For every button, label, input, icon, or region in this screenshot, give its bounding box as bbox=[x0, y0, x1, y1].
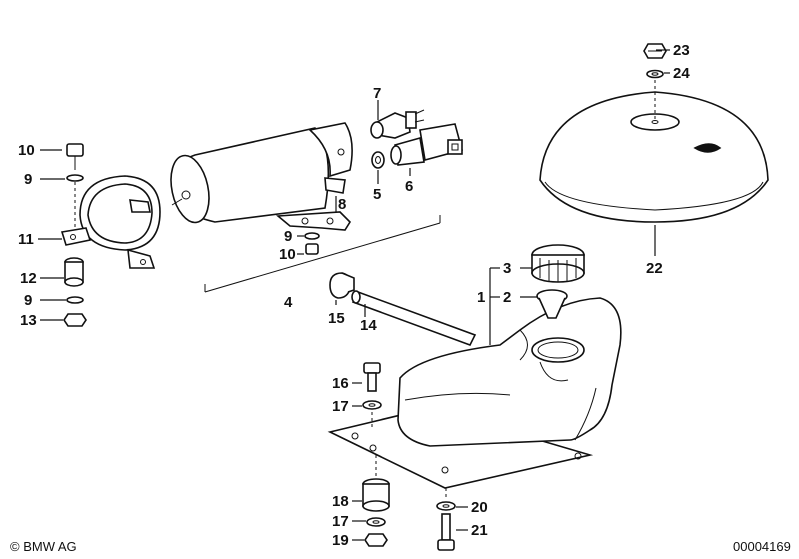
reservoir-plate[interactable] bbox=[327, 407, 594, 489]
callout-1: 1 bbox=[477, 289, 485, 306]
callout-2: 2 bbox=[503, 289, 511, 306]
cover-nut[interactable] bbox=[643, 43, 667, 59]
callout-11: 11 bbox=[18, 231, 34, 248]
callout-10-left: 10 bbox=[18, 142, 35, 159]
callout-9-left-bottom: 9 bbox=[24, 292, 32, 309]
callout-9-left-top: 9 bbox=[24, 171, 32, 188]
clamp-band[interactable] bbox=[60, 175, 161, 269]
nut-left[interactable] bbox=[63, 313, 87, 327]
diagram-number: 00004169 bbox=[733, 539, 791, 554]
callout-14: 14 bbox=[360, 317, 377, 334]
callout-4: 4 bbox=[284, 294, 293, 311]
washer-middle[interactable] bbox=[304, 232, 320, 240]
callout-21: 21 bbox=[471, 522, 488, 539]
callout-3: 3 bbox=[503, 260, 511, 277]
callout-13: 13 bbox=[20, 312, 37, 329]
cover-washer[interactable] bbox=[646, 69, 664, 79]
callout-17-top: 17 bbox=[332, 398, 349, 415]
callout-12: 12 bbox=[20, 270, 37, 287]
callout-8: 8 bbox=[338, 196, 346, 213]
sealing-ring[interactable] bbox=[371, 151, 385, 169]
washer-left-top[interactable] bbox=[66, 174, 84, 182]
pressure-sensor-plug[interactable] bbox=[390, 123, 463, 166]
washer-left-bottom[interactable] bbox=[66, 296, 84, 304]
strainer-insert[interactable] bbox=[536, 289, 568, 319]
hose[interactable] bbox=[351, 290, 477, 346]
callout-17-bottom: 17 bbox=[332, 513, 349, 530]
pump-support-bracket[interactable] bbox=[275, 211, 352, 231]
callout-23: 23 bbox=[673, 42, 690, 59]
copyright-text: © BMW AG bbox=[10, 539, 77, 554]
callout-10-middle: 10 bbox=[279, 246, 296, 263]
cover-hood[interactable] bbox=[539, 91, 769, 223]
nut-19[interactable] bbox=[364, 533, 388, 547]
rubber-mount-18[interactable] bbox=[362, 478, 390, 512]
callout-9-middle: 9 bbox=[284, 228, 292, 245]
callout-5: 5 bbox=[373, 186, 381, 203]
callout-16: 16 bbox=[332, 375, 349, 392]
bolt-left[interactable] bbox=[66, 143, 84, 170]
washer-17-bottom[interactable] bbox=[366, 517, 386, 527]
bolt-middle[interactable] bbox=[305, 243, 319, 255]
bolt-21[interactable] bbox=[437, 513, 455, 551]
washer-20[interactable] bbox=[436, 501, 456, 511]
leader-lines bbox=[38, 49, 670, 541]
reservoir-tank[interactable] bbox=[397, 297, 622, 447]
callout-labels: 10 9 11 12 9 13 7 5 6 8 9 10 4 15 14 16 … bbox=[18, 42, 690, 549]
callout-7: 7 bbox=[373, 85, 381, 102]
hose-clip[interactable] bbox=[329, 272, 355, 299]
callout-15: 15 bbox=[328, 310, 345, 327]
callout-24: 24 bbox=[673, 65, 690, 82]
pump-motor[interactable] bbox=[165, 122, 353, 226]
rubber-mount-left[interactable] bbox=[64, 257, 84, 287]
pressure-switch[interactable] bbox=[370, 109, 425, 139]
callout-6: 6 bbox=[405, 178, 413, 195]
washer-17-top[interactable] bbox=[362, 400, 382, 410]
callout-19: 19 bbox=[332, 532, 349, 549]
bolt-16[interactable] bbox=[363, 362, 381, 392]
callout-18: 18 bbox=[332, 493, 349, 510]
callout-22: 22 bbox=[646, 260, 663, 277]
callout-20: 20 bbox=[471, 499, 488, 516]
reservoir-cap[interactable] bbox=[531, 244, 585, 283]
